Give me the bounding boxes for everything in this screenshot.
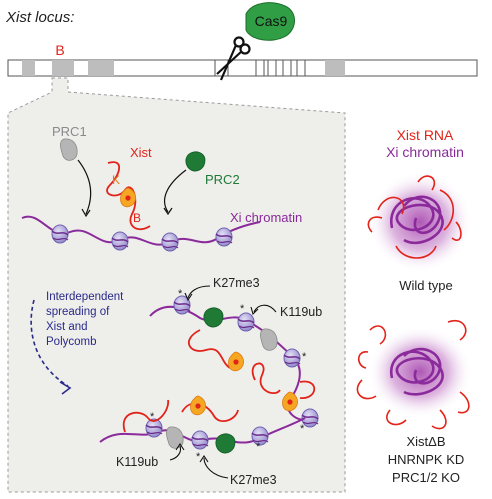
locus-title: Xist locus: — [5, 9, 74, 26]
svg-text:Polycomb: Polycomb — [46, 336, 97, 348]
mutant-labels: XistΔB HNRNPK KD PRC1/2 KO — [388, 434, 465, 485]
svg-text:*: * — [150, 411, 155, 423]
nucleosome — [237, 312, 255, 332]
xi-chromatin-label: Xi chromatin — [230, 210, 302, 225]
cas9-protein: Cas9 — [245, 2, 295, 41]
k27me3-label-bottom: K27me3 — [230, 473, 277, 487]
spreading-caption: Interdependent spreading of Xist and Pol… — [46, 291, 124, 348]
prc1-arrow — [77, 159, 92, 215]
legend-xist-rna: Xist RNA — [397, 127, 454, 143]
svg-text:Xist and: Xist and — [46, 321, 88, 333]
region-b-label: B — [55, 42, 64, 58]
k27me3-label-top: K27me3 — [213, 276, 260, 290]
nucleosome — [51, 224, 69, 244]
svg-text:*: * — [300, 423, 305, 435]
svg-text:PRC1/2 KO: PRC1/2 KO — [392, 470, 460, 485]
xist-gene-track — [7, 59, 478, 77]
wild-type-xi-territory — [367, 172, 472, 272]
legend-xi-chromatin: Xi chromatin — [386, 144, 464, 160]
wild-type-label: Wild type — [399, 278, 452, 293]
xist-label: Xist — [130, 145, 152, 160]
svg-text:HNRNPK KD: HNRNPK KD — [388, 452, 465, 467]
xist-rna-middle — [188, 329, 231, 369]
modification-stars: * * * * — [178, 288, 307, 435]
svg-text:*: * — [302, 351, 307, 363]
nucleosome — [191, 430, 209, 450]
nucleosome — [111, 231, 129, 251]
svg-text:XistΔB: XistΔB — [406, 434, 445, 449]
spreading-arrow — [30, 299, 69, 387]
svg-text:*: * — [196, 451, 201, 463]
svg-text:Interdependent: Interdependent — [46, 291, 124, 303]
nucleosome — [215, 227, 233, 247]
nucleosome — [161, 232, 179, 252]
svg-text:*: * — [240, 303, 245, 315]
prc1-label: PRC1 — [52, 124, 87, 139]
k-label: K — [112, 173, 120, 187]
exon-ticks — [255, 59, 306, 77]
prc2-blob — [203, 307, 224, 328]
svg-text:*: * — [178, 288, 183, 300]
mutant-xi-territory — [356, 319, 472, 430]
k119ub-label-top: K119ub — [280, 305, 322, 319]
prc2-arrow — [164, 169, 187, 213]
cas9-label: Cas9 — [255, 13, 288, 29]
prc2-blob — [185, 151, 206, 172]
b-label: B — [133, 211, 141, 225]
k119ub-label-bottom: K119ub — [116, 455, 158, 469]
scissors-icon — [216, 36, 251, 81]
nucleosome — [283, 348, 301, 368]
prc2-label: PRC2 — [205, 172, 240, 187]
prc2-blob — [215, 433, 236, 454]
xist-rna-bottom — [122, 399, 169, 433]
svg-text:spreading of: spreading of — [46, 306, 110, 318]
zoom-panel — [7, 77, 346, 493]
svg-text:*: * — [256, 441, 261, 453]
